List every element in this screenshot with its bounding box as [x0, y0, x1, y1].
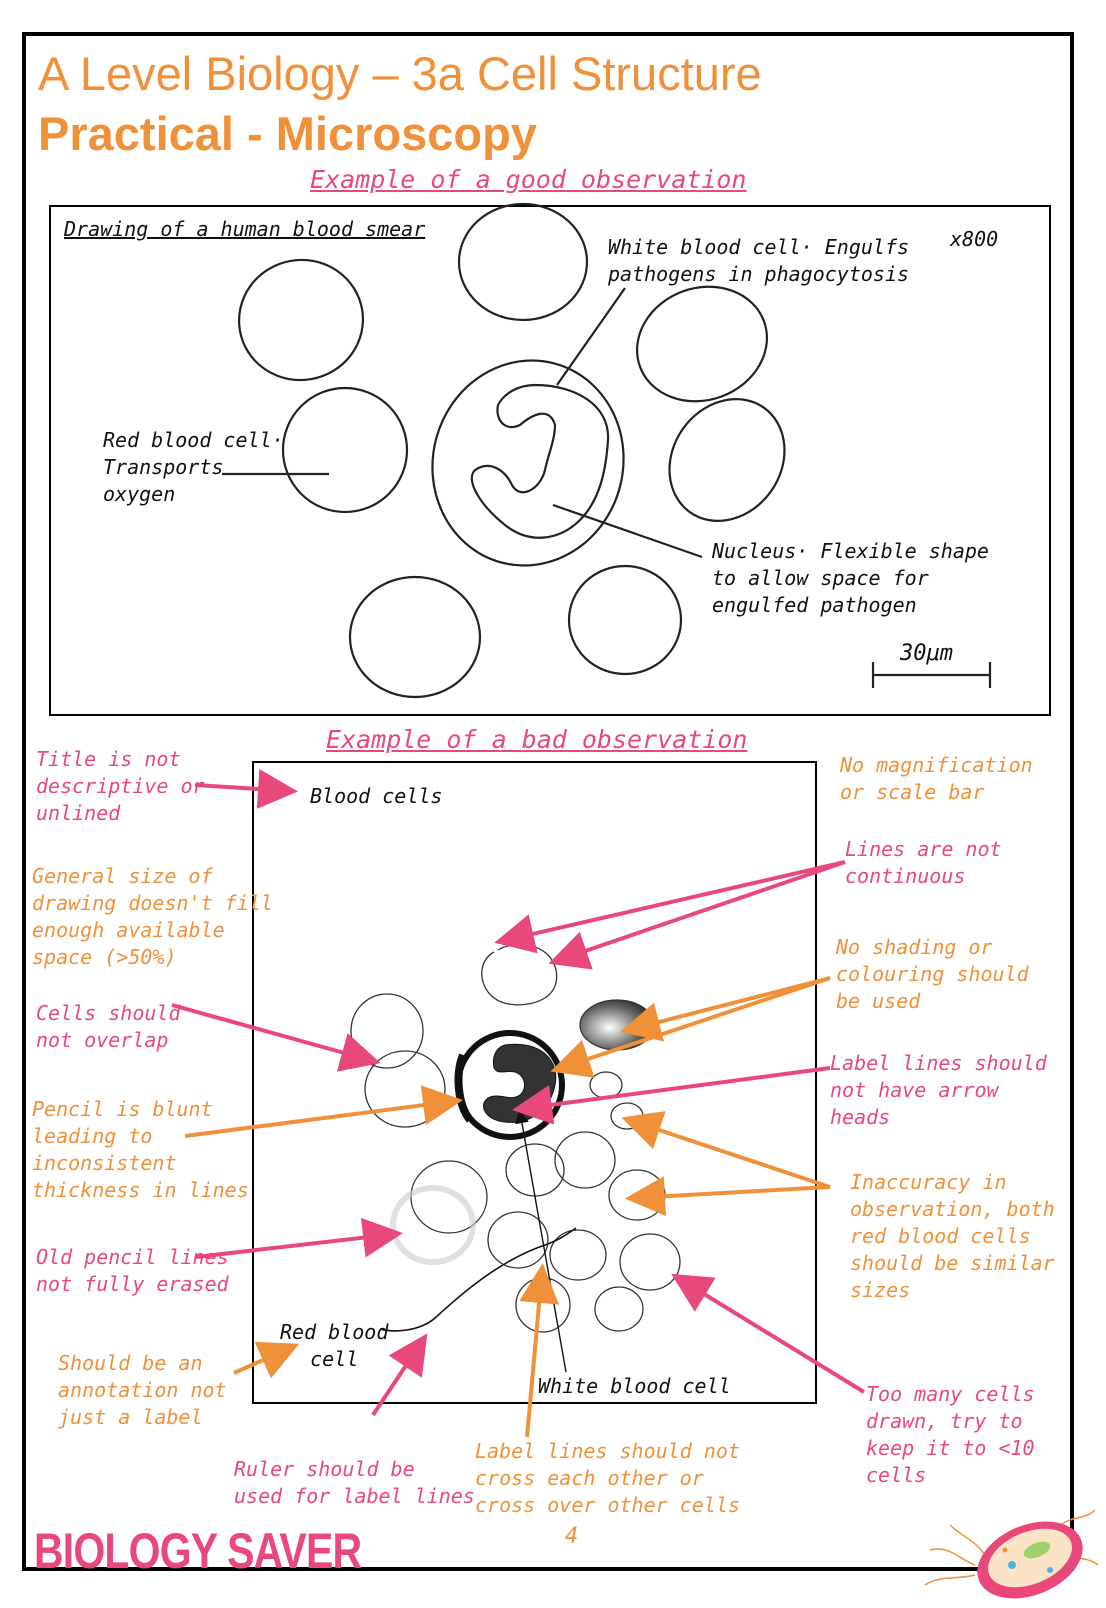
good-rbc — [348, 575, 482, 699]
bad-rbc — [594, 1286, 644, 1332]
page-title: A Level Biology – 3a Cell Structure — [38, 47, 762, 100]
page-frame — [22, 32, 1074, 1571]
critique-overlap: Cells should not overlap — [36, 1001, 181, 1052]
bad-observation-heading: Example of a bad observation — [326, 725, 748, 754]
critique-shading: No shading or colouring should be used — [836, 935, 1029, 1013]
good-label-nucleus: Nucleus· Flexible shape to allow space f… — [712, 539, 989, 617]
good-rbc — [567, 564, 683, 676]
bad-rbc — [554, 1131, 616, 1189]
critique-arrow-heads: Label lines should not have arrow heads — [830, 1051, 1047, 1129]
biology-saver-logo: BIOLOGY SAVER — [34, 1523, 362, 1579]
critique-title: Title is not descriptive or unlined — [36, 747, 205, 825]
critique-cross: Label lines should not cross each other … — [475, 1439, 740, 1517]
bad-rbc — [505, 1143, 565, 1197]
critique-size: General size of drawing doesn't fill eno… — [32, 864, 273, 969]
critique-too-many: Too many cells drawn, try to keep it to … — [866, 1382, 1035, 1487]
critique-erased: Old pencil lines not fully erased — [36, 1245, 229, 1296]
bad-rbc — [350, 993, 424, 1069]
good-magnification: x800 — [950, 227, 999, 251]
bad-rbc — [515, 1277, 571, 1333]
good-rbc — [668, 398, 786, 522]
bad-rbc — [487, 1211, 549, 1269]
good-drawing-title: Drawing of a human blood smear — [64, 217, 426, 241]
bad-erased-cell — [390, 1185, 476, 1265]
page-number: 4 — [565, 1524, 579, 1549]
bad-drawing-frame — [252, 761, 817, 1404]
good-drawing-frame — [49, 205, 1051, 716]
good-observation-heading: Example of a good observation — [310, 165, 747, 194]
critique-magnification: No magnification or scale bar — [840, 753, 1033, 804]
good-rbc — [281, 386, 409, 514]
good-rbc — [635, 285, 769, 403]
critique-ruler: Ruler should be used for label lines — [234, 1457, 475, 1508]
bad-rbc-broken — [481, 943, 558, 1006]
bad-rbc — [549, 1229, 607, 1281]
good-label-wbc: White blood cell· Engulfs pathogens in p… — [608, 235, 910, 286]
critique-pencil: Pencil is blunt leading to inconsistent … — [32, 1097, 249, 1202]
critique-annotation: Should be an annotation not just a label — [58, 1351, 227, 1429]
good-scale-bar-label: 30μm — [900, 641, 953, 666]
bad-label-wbc: White blood cell — [538, 1374, 731, 1398]
critique-continuous: Lines are not continuous — [845, 837, 1002, 888]
bad-rbc — [619, 1233, 681, 1291]
bacterium-illustration — [924, 1509, 1099, 1599]
page-subtitle: Practical - Microscopy — [38, 107, 537, 160]
good-rbc — [457, 202, 589, 322]
bad-rbc-small — [589, 1071, 623, 1099]
good-wbc — [431, 359, 625, 567]
good-rbc — [237, 258, 365, 382]
good-label-rbc: Red blood cell· Transports oxygen — [103, 428, 284, 506]
bad-drawing-title: Blood cells — [310, 784, 443, 808]
good-wbc-nucleus — [470, 383, 610, 539]
bad-label-rbc: Red blood cell — [280, 1320, 389, 1371]
critique-inaccuracy: Inaccuracy in observation, both red bloo… — [850, 1170, 1055, 1302]
